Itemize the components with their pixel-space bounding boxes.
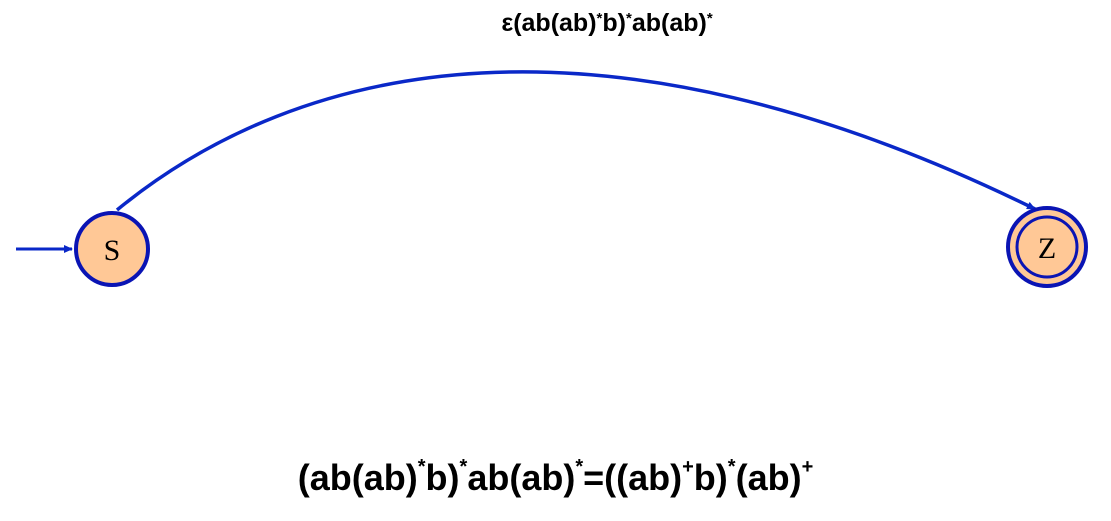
equation-superscript: *	[459, 456, 468, 478]
equation-text: b)	[425, 457, 460, 498]
equation-superscript: *	[727, 456, 736, 478]
equation-text: =((ab)	[583, 457, 683, 498]
regex-equation: (ab(ab)*b)*ab(ab)*=((ab)+b)*(ab)+	[0, 452, 1111, 504]
equation-text: (ab(ab)	[297, 457, 418, 498]
transition-s-to-z	[115, 70, 1036, 212]
equation-text: ab(ab)	[467, 457, 576, 498]
transition-label-superscript: *	[626, 10, 632, 27]
transition-label-text: ab(ab)	[632, 9, 707, 37]
equation-superscript: +	[682, 456, 694, 478]
equation-text: b)	[693, 457, 728, 498]
transition-label-superscript: *	[707, 10, 713, 27]
transition-label: ε(ab(ab)*b)*ab(ab)*	[501, 9, 713, 37]
equation-superscript: *	[417, 456, 426, 478]
state-s: S	[74, 211, 150, 287]
state-s-label: S	[104, 234, 121, 267]
state-z: Z	[1006, 206, 1088, 288]
transition-label-text: b)	[602, 9, 626, 37]
equation-text: (ab)	[735, 457, 802, 498]
state-z-inner-circle	[1015, 215, 1079, 279]
equation-superscript: +	[801, 456, 814, 478]
transition-label-superscript: *	[597, 10, 603, 27]
state-z-outer-circle	[1006, 206, 1088, 288]
state-s-circle	[74, 211, 150, 287]
equation-superscript: *	[575, 456, 584, 478]
transition-label-text: ε(ab(ab)	[501, 9, 596, 37]
state-z-label: Z	[1038, 232, 1056, 265]
